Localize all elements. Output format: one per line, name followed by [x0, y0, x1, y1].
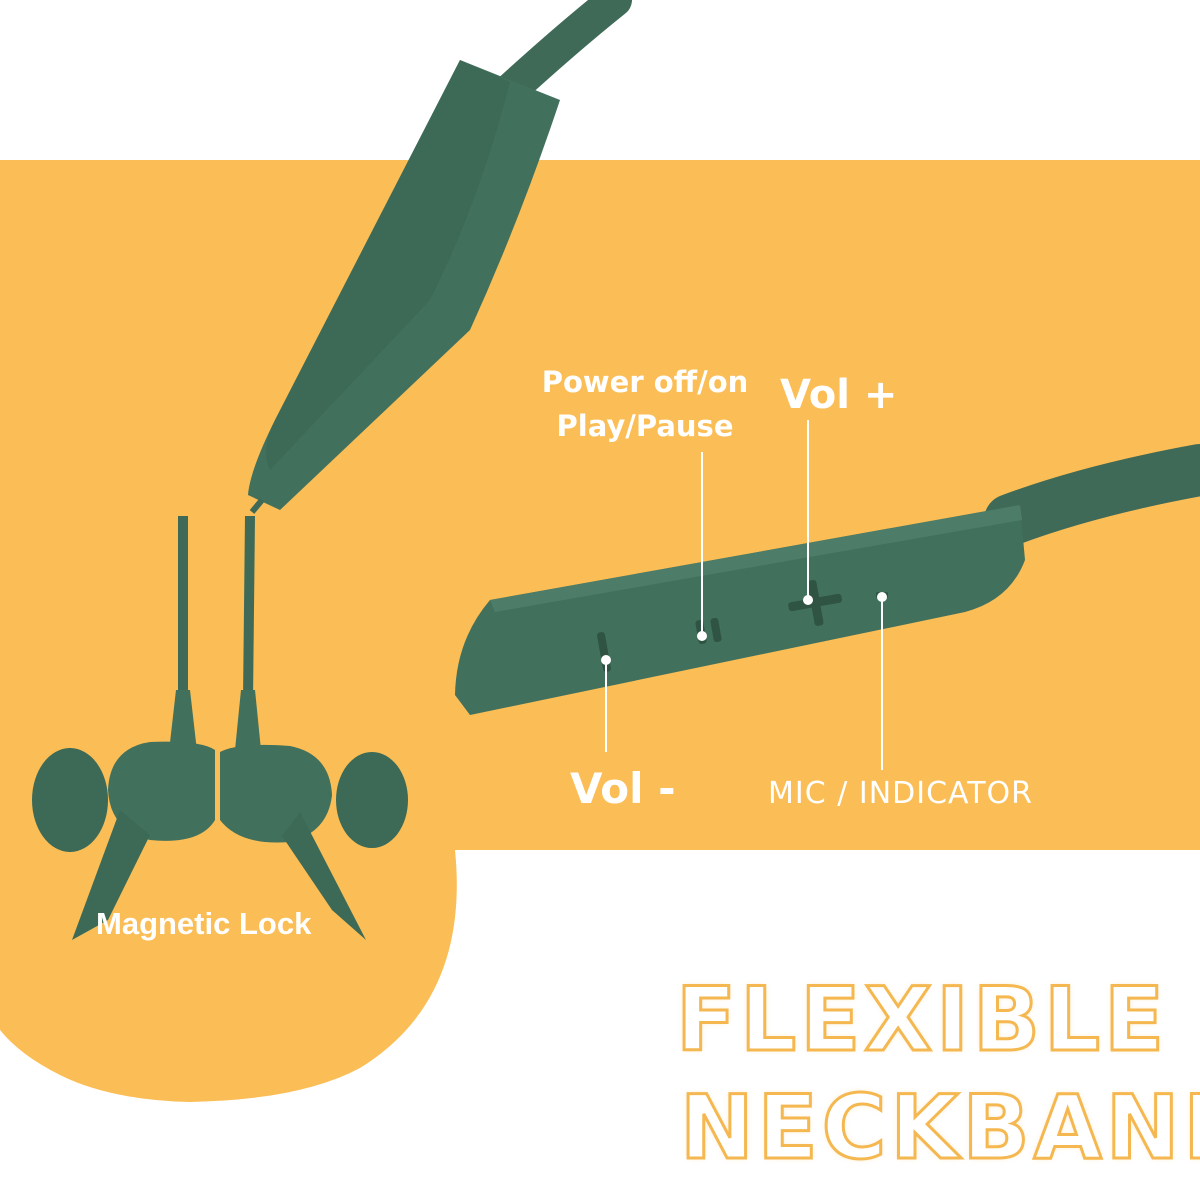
earbud-right[interactable]: [220, 744, 332, 843]
power-callout-line1: Power off/on: [541, 365, 749, 399]
leader-volminus-dot: [601, 655, 611, 665]
left-housing-shade: [266, 60, 510, 470]
earbud-left[interactable]: [108, 741, 215, 841]
neckband-cable-top: [488, 0, 632, 112]
ear-tip-left: [32, 748, 108, 852]
vol-minus-callout: Vol -: [570, 764, 676, 813]
control-housing-highlight: [490, 505, 1022, 612]
strain-relief-right: [234, 690, 262, 760]
ear-tip-right: [336, 752, 408, 848]
mic-indicator-callout: MIC / INDICATOR: [768, 776, 1034, 811]
neckband-cable-right: [984, 444, 1200, 546]
headline-line2: NECKBAND: [678, 1075, 1200, 1181]
ear-hook-left: [72, 810, 150, 940]
ear-hook-right: [282, 812, 366, 940]
plus-icon-vertical: [807, 579, 824, 626]
control-housing: [455, 505, 1025, 715]
vol-plus-callout: Vol +: [780, 372, 898, 418]
magnetic-lock-callout: Magnetic Lock: [96, 906, 312, 941]
earbud-cable-right: [243, 515, 255, 701]
headline-line1: FLEXIBLE: [674, 967, 1169, 1073]
leader-mic-dot: [877, 592, 887, 602]
power-callout: Power off/on Play/Pause: [540, 360, 750, 448]
earbud-cable-link: [249, 498, 265, 514]
leader-power-dot: [697, 631, 707, 641]
power-callout-line2: Play/Pause: [556, 409, 734, 443]
leader-volplus-dot: [803, 595, 813, 605]
pause-icon-bar2: [710, 617, 722, 643]
